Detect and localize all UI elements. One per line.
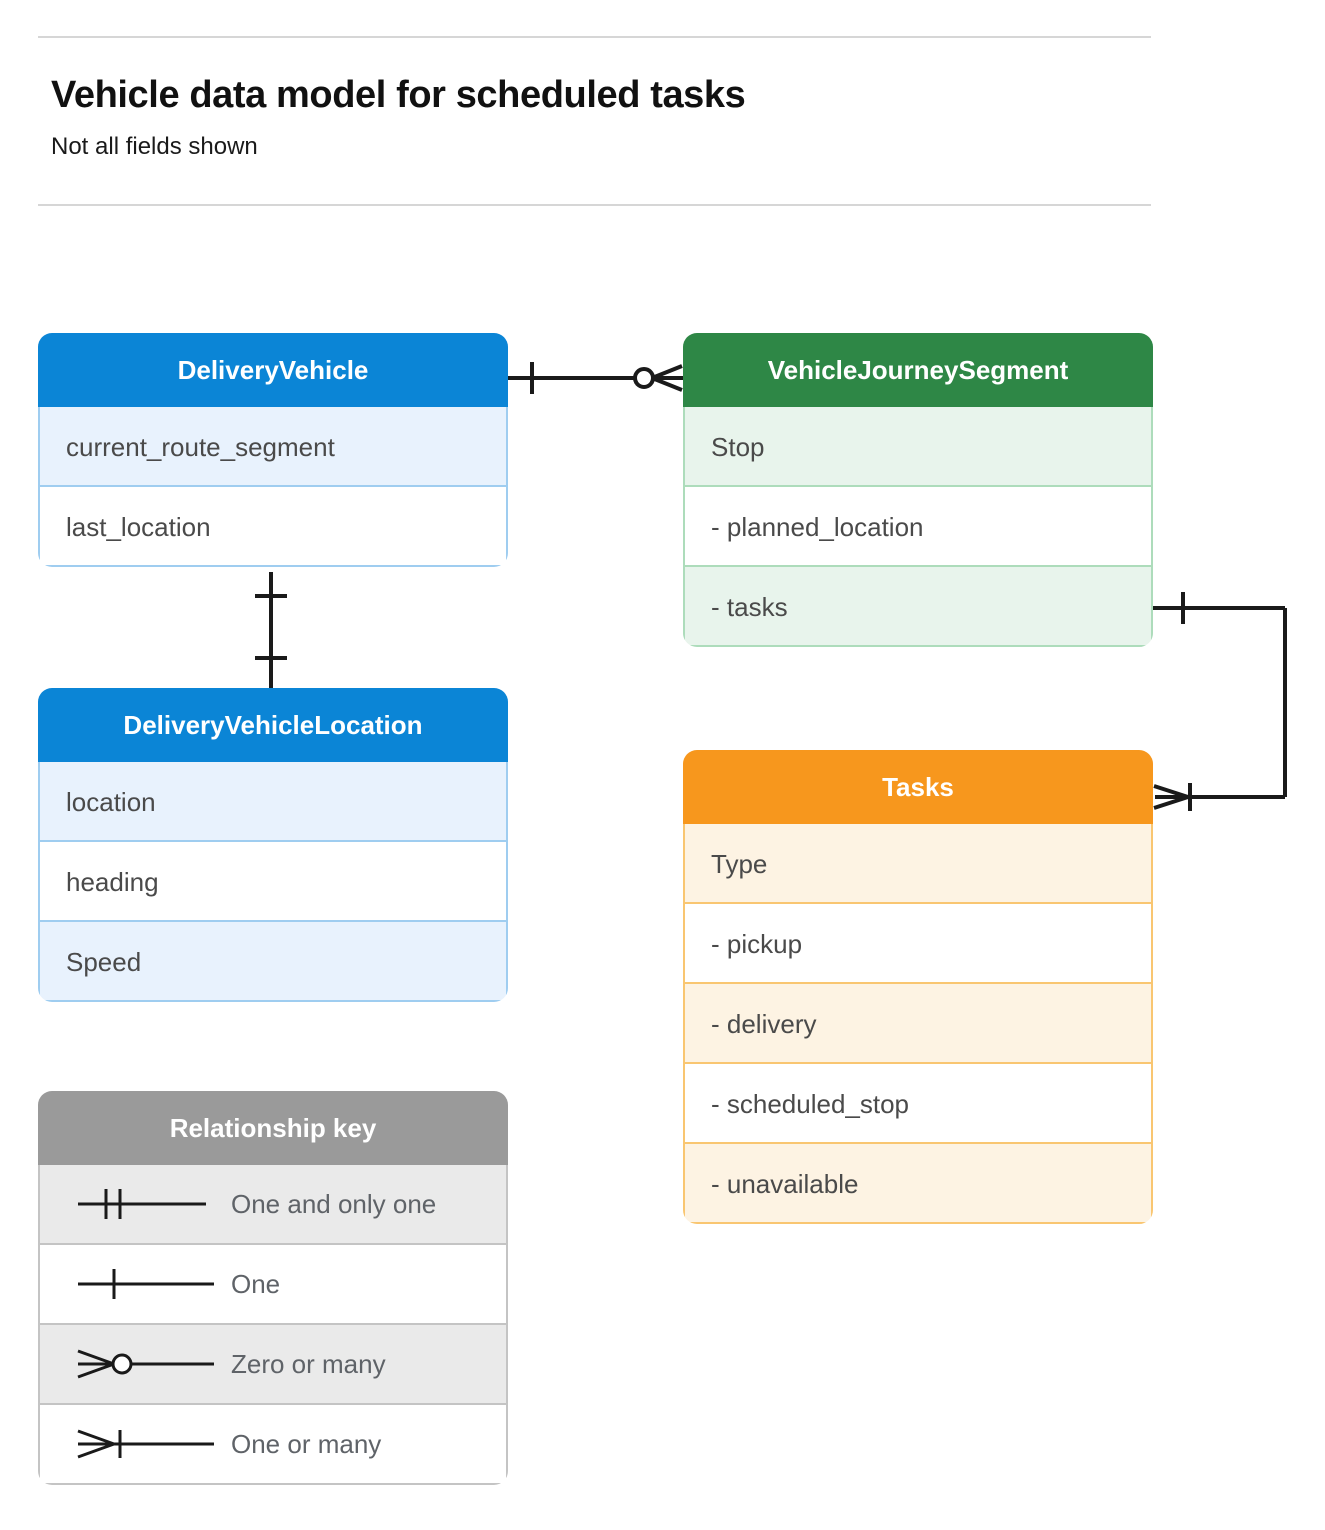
entity-delivery-vehicle-location[interactable]: DeliveryVehicleLocation location heading… bbox=[38, 688, 508, 1002]
entity-field-row: Type bbox=[683, 824, 1153, 904]
zero-or-many-icon bbox=[66, 1344, 231, 1384]
entity-field-row: - pickup bbox=[683, 904, 1153, 984]
connector-delivery-vehicle-to-journey-segment bbox=[508, 362, 683, 394]
legend-label: Zero or many bbox=[231, 1349, 386, 1379]
entity-field-row: - tasks bbox=[683, 567, 1153, 647]
entity-field-row: last_location bbox=[38, 487, 508, 567]
header-top-divider bbox=[38, 36, 1151, 38]
entity-tasks[interactable]: Tasks Type - pickup - delivery - schedul… bbox=[683, 750, 1153, 1224]
legend-title: Relationship key bbox=[38, 1091, 508, 1165]
entity-field-row: - planned_location bbox=[683, 487, 1153, 567]
legend-row: Zero or many bbox=[38, 1325, 508, 1405]
header-bottom-divider bbox=[38, 204, 1151, 206]
entity-delivery-vehicle[interactable]: DeliveryVehicle current_route_segment la… bbox=[38, 333, 508, 567]
entity-field-row: location bbox=[38, 762, 508, 842]
entity-field-row: current_route_segment bbox=[38, 407, 508, 487]
page-subtitle: Not all fields shown bbox=[51, 133, 258, 160]
entity-field-row: - delivery bbox=[683, 984, 1153, 1064]
legend-row: One or many bbox=[38, 1405, 508, 1485]
entity-field-row: - unavailable bbox=[683, 1144, 1153, 1224]
one-icon bbox=[66, 1264, 231, 1304]
one-and-only-one-icon bbox=[66, 1184, 231, 1224]
legend-label: One bbox=[231, 1269, 281, 1299]
entity-title-delivery-vehicle-location: DeliveryVehicleLocation bbox=[38, 688, 508, 762]
connector-delivery-vehicle-to-vehicle-location bbox=[255, 572, 287, 688]
one-or-many-icon bbox=[66, 1424, 231, 1464]
legend-label: One and only one bbox=[231, 1189, 437, 1219]
relationship-key-legend[interactable]: Relationship key One and only one One bbox=[38, 1091, 508, 1485]
entity-field-row: Stop bbox=[683, 407, 1153, 487]
legend-label: One or many bbox=[231, 1429, 382, 1459]
entity-field-row: - scheduled_stop bbox=[683, 1064, 1153, 1144]
entity-title-tasks: Tasks bbox=[683, 750, 1153, 824]
legend-row: One bbox=[38, 1245, 508, 1325]
entity-field-row: Speed bbox=[38, 922, 508, 1002]
legend-row: One and only one bbox=[38, 1165, 508, 1245]
page-title: Vehicle data model for scheduled tasks bbox=[51, 74, 746, 116]
entity-title-delivery-vehicle: DeliveryVehicle bbox=[38, 333, 508, 407]
entity-vehicle-journey-segment[interactable]: VehicleJourneySegment Stop - planned_loc… bbox=[683, 333, 1153, 647]
entity-title-vehicle-journey-segment: VehicleJourneySegment bbox=[683, 333, 1153, 407]
entity-field-row: heading bbox=[38, 842, 508, 922]
connector-journey-segment-tasks-to-tasks bbox=[1153, 592, 1287, 811]
